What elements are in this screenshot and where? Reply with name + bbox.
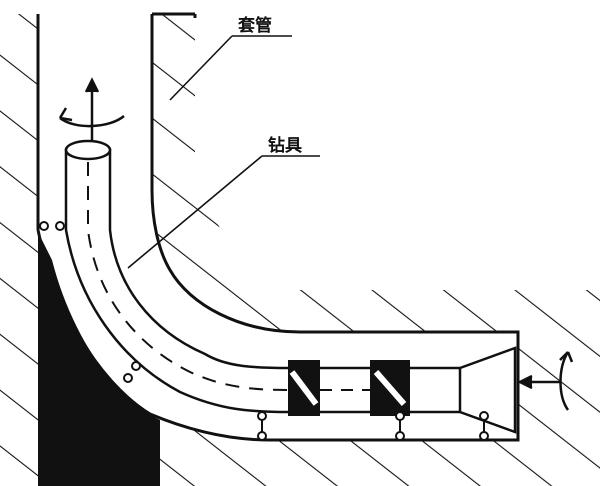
stabilizer-2 <box>370 360 410 416</box>
leader-lines <box>127 35 320 269</box>
rotation-arrow-bit-icon <box>517 351 574 411</box>
casing <box>36 12 197 230</box>
formation-hatching <box>0 14 600 486</box>
rotation-arrow-top-icon <box>58 77 125 140</box>
stabilizer-1 <box>288 360 320 416</box>
borehole-wall <box>36 189 520 442</box>
cement-block <box>38 232 160 486</box>
label-casing: 套管 <box>237 15 272 36</box>
contact-points <box>39 221 489 441</box>
label-drilling-tool: 钻具 <box>268 135 302 156</box>
